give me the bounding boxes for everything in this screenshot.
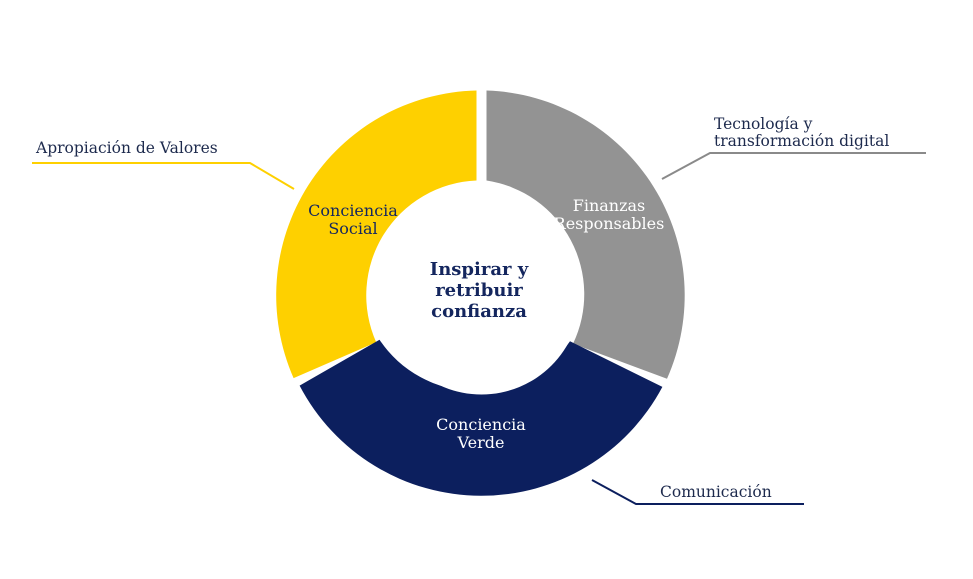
segment-conciencia-social xyxy=(276,90,477,379)
center-title-line3: confianza xyxy=(431,301,527,322)
callout-comunicacion: Comunicación xyxy=(660,483,772,501)
segment-label-finanzas-2: Responsables xyxy=(554,214,665,233)
callout-line-valores xyxy=(32,162,295,190)
center-title-line2: retribuir xyxy=(435,280,523,301)
callout-line-comunicacion xyxy=(591,479,804,505)
callout-tecnologia-line2: transformación digital xyxy=(714,132,889,150)
callout-tecnologia-line1: Tecnología y xyxy=(714,115,813,133)
segment-label-conciencia-verde-1: Conciencia xyxy=(436,415,526,434)
segment-label-conciencia-social-1: Conciencia xyxy=(308,201,398,220)
segment-label-conciencia-verde-2: Verde xyxy=(457,433,505,452)
callout-valores: Apropiación de Valores xyxy=(35,139,218,157)
center-circle xyxy=(382,196,581,395)
callout-line-tecnologia xyxy=(661,152,926,180)
segment-label-finanzas-1: Finanzas xyxy=(573,196,646,215)
center-title-line1: Inspirar y xyxy=(430,259,529,280)
segment-label-conciencia-social-2: Social xyxy=(328,219,377,238)
segment-finanzas-responsables xyxy=(486,90,685,379)
segment-conciencia-verde xyxy=(299,339,663,496)
